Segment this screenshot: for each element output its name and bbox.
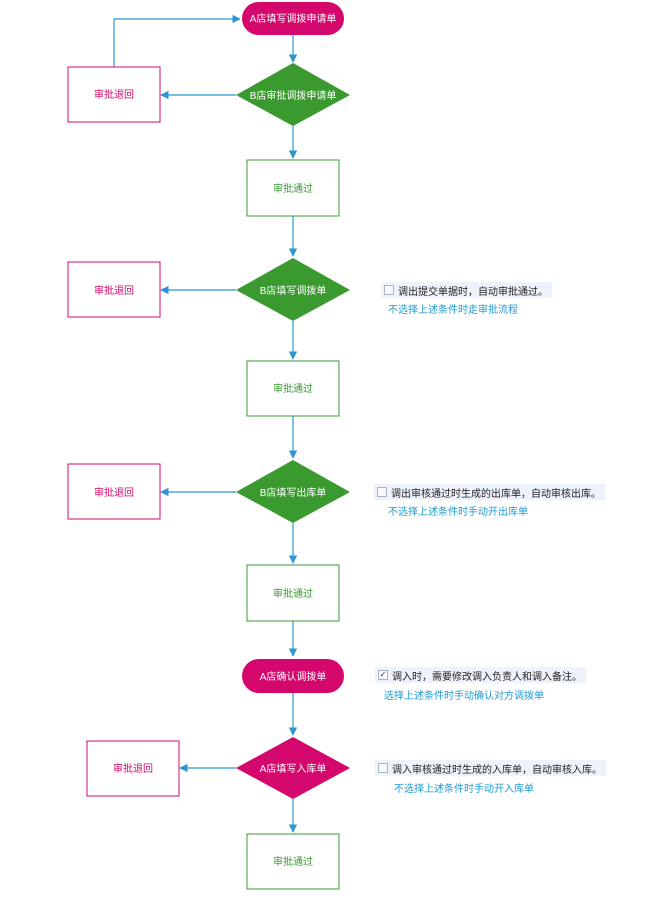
node-approved-4: 审批通过	[246, 833, 340, 890]
option-auto-approve-note[interactable]: 不选择上述条件时走审批流程	[388, 305, 518, 316]
option-auto-inbound-note[interactable]: 不选择上述条件时手动开入库单	[394, 784, 534, 795]
option-auto-inbound: 调入审核通过时生成的入库单，自动审核入库。	[375, 760, 606, 776]
node-approved-2-label: 审批通过	[273, 382, 313, 395]
option-auto-outbound-note[interactable]: 不选择上述条件时手动开出库单	[388, 507, 528, 518]
node-b-fill-outbound-label: B店填写出库单	[260, 486, 327, 499]
checkbox-auto-outbound[interactable]	[377, 487, 387, 497]
node-approved-1: 审批通过	[246, 159, 340, 217]
option-modify-receiver-label: 调入时，需要修改调入负责人和调入备注。	[392, 671, 582, 683]
node-reject-1: 审批退回	[67, 66, 161, 123]
node-a-fill-request-label: A店填写调拨申请单	[250, 12, 337, 25]
checkbox-auto-inbound[interactable]	[378, 763, 388, 773]
node-b-fill-outbound: B店填写出库单	[236, 460, 350, 523]
node-approved-4-label: 审批通过	[273, 855, 313, 868]
node-reject-3-label: 审批退回	[94, 486, 134, 499]
node-approved-2: 审批通过	[246, 360, 340, 417]
node-b-approve-request: B店审批调拨申请单	[236, 63, 350, 126]
node-a-fill-request: A店填写调拨申请单	[242, 2, 344, 35]
node-b-fill-transfer: B店填写调拨单	[236, 258, 350, 321]
connector-reject-1-to-request	[113, 14, 241, 67]
node-a-confirm-transfer: A店确认调拨单	[242, 659, 344, 693]
option-modify-receiver-note[interactable]: 选择上述条件时手动确认对方调拨单	[384, 691, 544, 702]
node-approved-1-label: 审批通过	[273, 182, 313, 195]
node-a-fill-inbound: A店填写入库单	[236, 737, 350, 799]
node-approved-3: 审批通过	[246, 564, 340, 622]
option-auto-inbound-label: 调入审核通过时生成的入库单，自动审核入库。	[392, 764, 602, 776]
option-auto-approve-label: 调出提交单据时，自动审批通过。	[398, 286, 548, 298]
option-auto-outbound: 调出审核通过时生成的出库单，自动审核出库。	[374, 484, 605, 500]
node-reject-3: 审批退回	[67, 463, 161, 520]
node-reject-4-label: 审批退回	[113, 762, 153, 775]
node-reject-2: 审批退回	[67, 261, 161, 318]
node-reject-4: 审批退回	[86, 740, 180, 797]
node-approved-3-label: 审批通过	[273, 587, 313, 600]
node-b-approve-request-label: B店审批调拨申请单	[250, 89, 337, 102]
node-reject-1-label: 审批退回	[94, 88, 134, 101]
checkbox-modify-receiver[interactable]: ✓	[378, 670, 388, 680]
option-auto-approve: 调出提交单据时，自动审批通过。	[381, 282, 552, 298]
node-b-fill-transfer-label: B店填写调拨单	[260, 284, 327, 297]
option-auto-outbound-label: 调出审核通过时生成的出库单，自动审核出库。	[391, 488, 601, 500]
node-a-confirm-transfer-label: A店确认调拨单	[260, 670, 327, 683]
node-reject-2-label: 审批退回	[94, 284, 134, 297]
checkbox-auto-approve[interactable]	[384, 285, 394, 295]
node-a-fill-inbound-label: A店填写入库单	[260, 762, 327, 775]
option-modify-receiver: ✓ 调入时，需要修改调入负责人和调入备注。	[375, 667, 586, 683]
